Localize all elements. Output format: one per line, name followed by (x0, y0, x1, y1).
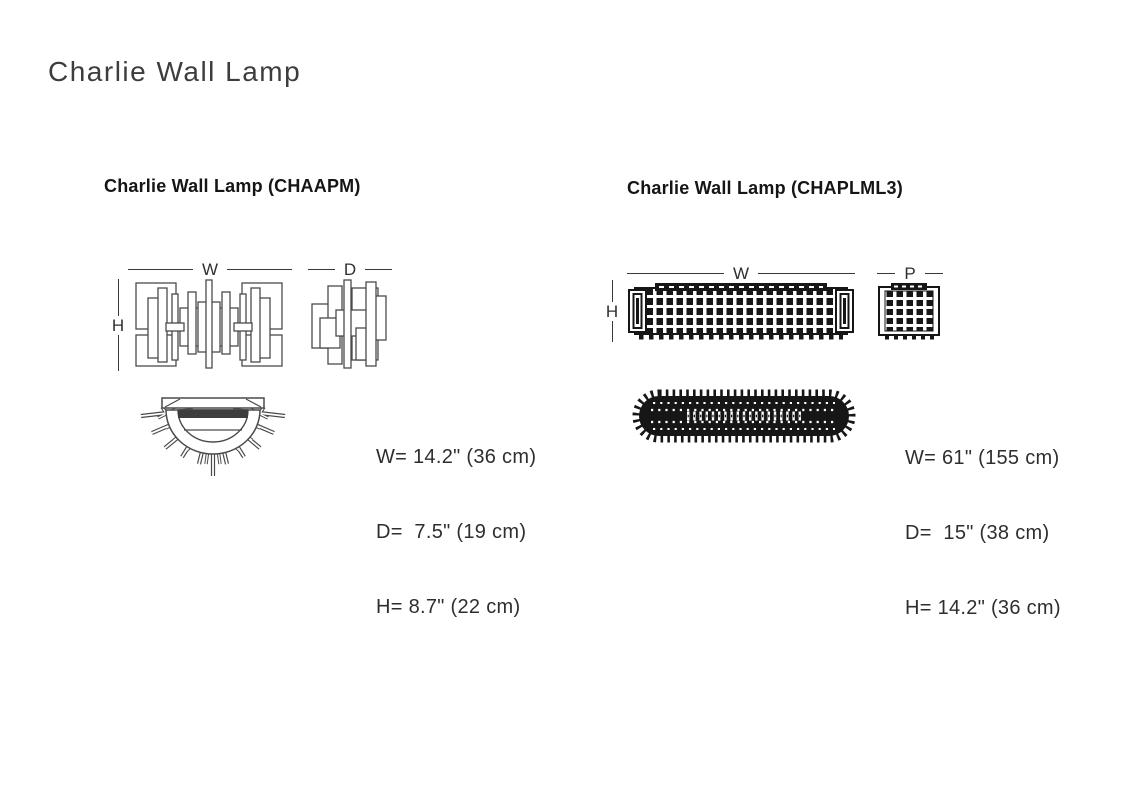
dimension-line-d: D= 15" (38 cm) (905, 522, 1050, 544)
dimension-line-segment (128, 268, 193, 270)
product-section-chaapm: Charlie Wall Lamp (CHAAPM) W D H (104, 176, 604, 618)
dimension-line-segment (611, 280, 613, 302)
chaplml3-bottom-view-drawing (632, 389, 856, 443)
dimension-line-segment (924, 272, 943, 274)
dimension-line-segment (758, 272, 856, 274)
dimension-line-w: W= 14.2" (36 cm) (376, 446, 537, 468)
dimension-line-segment (627, 272, 724, 274)
height-dim-label: H (605, 301, 619, 321)
width-dimension-line: W (128, 259, 293, 279)
dimension-line-segment (308, 268, 335, 270)
depth-dimension-line: P (877, 264, 943, 282)
chaplml3-front-view-drawing (628, 283, 854, 340)
depth-dim-label: D (343, 259, 357, 279)
dimension-line-h: H= 14.2" (36 cm) (905, 597, 1061, 619)
height-dim-label: H (111, 315, 125, 335)
dimension-line-h: H= 8.7" (22 cm) (376, 596, 521, 618)
page-title: Charlie Wall Lamp (48, 56, 302, 87)
dimension-line-segment (117, 334, 119, 371)
dimensions-text-chaapm: W= 14.2" (36 cm) D= 7.5" (19 cm) H= 8.7"… (376, 395, 536, 670)
dimension-line-segment (365, 268, 392, 270)
depth-dim-label: P (904, 263, 916, 283)
chaapm-front-view-drawing (135, 279, 283, 369)
depth-dimension-line: D (308, 260, 392, 278)
width-dimension-line: W (627, 263, 856, 283)
height-dimension-line: H (109, 279, 127, 371)
product-subtitle-chaapm: Charlie Wall Lamp (CHAAPM) (104, 176, 361, 196)
width-dim-label: W (732, 263, 750, 283)
dimension-line-segment (227, 268, 293, 270)
dimension-line-segment (611, 320, 613, 342)
dimension-line-w: W= 61" (155 cm) (905, 447, 1060, 469)
chaapm-side-view-drawing (311, 279, 387, 369)
chaplml3-side-view-drawing (878, 283, 940, 340)
chaapm-bottom-view-drawing (140, 397, 286, 476)
dimension-line-segment (117, 279, 119, 316)
width-dim-label: W (201, 259, 219, 279)
dimensions-text-chaplml3: W= 61" (155 cm) D= 15" (38 cm) H= 14.2" … (905, 396, 1061, 671)
height-dimension-line: H (603, 280, 621, 342)
dimension-line-segment (877, 272, 896, 274)
dimension-line-d: D= 7.5" (19 cm) (376, 521, 527, 543)
product-section-chaplml3: Charlie Wall Lamp (CHAPLML3) W P H (606, 178, 1132, 619)
product-subtitle-chaplml3: Charlie Wall Lamp (CHAPLML3) (627, 178, 903, 198)
